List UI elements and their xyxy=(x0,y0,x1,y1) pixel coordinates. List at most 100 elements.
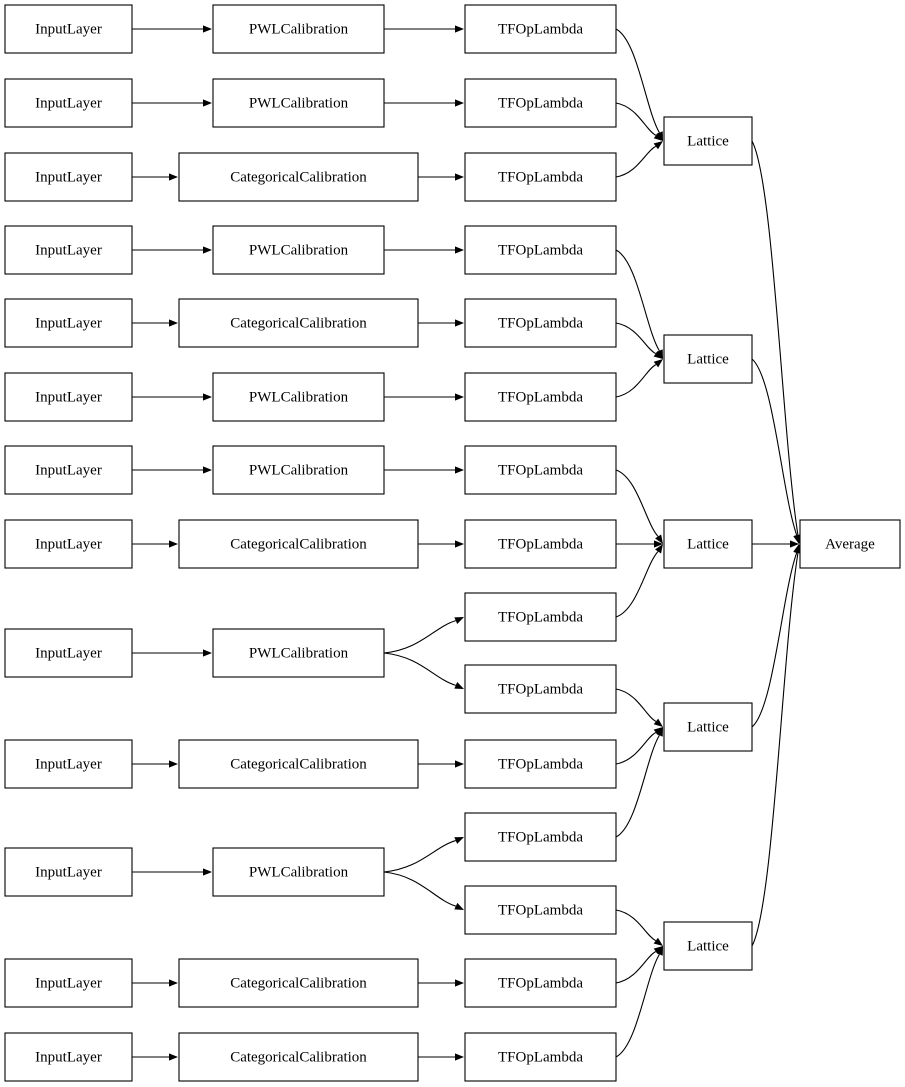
node-inputlayer-in13[interactable]: InputLayer xyxy=(4,1032,133,1082)
node-categoricalcalibration-cal10[interactable]: CategoricalCalibration xyxy=(178,739,419,789)
node-rect[interactable] xyxy=(464,225,617,275)
node-lattice-lat5[interactable]: Lattice xyxy=(663,921,753,971)
node-rect[interactable] xyxy=(4,78,133,128)
node-inputlayer-in9[interactable]: InputLayer xyxy=(4,628,133,678)
node-rect[interactable] xyxy=(212,445,385,495)
node-inputlayer-in1[interactable]: InputLayer xyxy=(4,4,133,54)
node-tfoplambda-op9[interactable]: TFOpLambda xyxy=(464,592,617,642)
node-tfoplambda-op15[interactable]: TFOpLambda xyxy=(464,1032,617,1082)
node-rect[interactable] xyxy=(663,921,753,971)
node-inputlayer-in3[interactable]: InputLayer xyxy=(4,152,133,202)
node-rect[interactable] xyxy=(464,812,617,862)
node-categoricalcalibration-cal12[interactable]: CategoricalCalibration xyxy=(178,958,419,1008)
node-tfoplambda-op8[interactable]: TFOpLambda xyxy=(464,519,617,569)
node-rect[interactable] xyxy=(4,628,133,678)
node-rect[interactable] xyxy=(4,1032,133,1082)
node-inputlayer-in6[interactable]: InputLayer xyxy=(4,372,133,422)
node-lattice-lat1[interactable]: Lattice xyxy=(663,116,753,166)
node-rect[interactable] xyxy=(4,445,133,495)
node-tfoplambda-op2[interactable]: TFOpLambda xyxy=(464,78,617,128)
node-rect[interactable] xyxy=(464,4,617,54)
node-rect[interactable] xyxy=(464,519,617,569)
node-rect[interactable] xyxy=(464,592,617,642)
node-rect[interactable] xyxy=(464,885,617,935)
node-rect[interactable] xyxy=(212,225,385,275)
node-average-avg[interactable]: Average xyxy=(799,519,901,569)
node-lattice-lat3[interactable]: Lattice xyxy=(663,519,753,569)
node-tfoplambda-op12[interactable]: TFOpLambda xyxy=(464,812,617,862)
node-rect[interactable] xyxy=(663,702,753,752)
node-rect[interactable] xyxy=(212,4,385,54)
node-rect[interactable] xyxy=(4,4,133,54)
node-pwlcalibration-cal2[interactable]: PWLCalibration xyxy=(212,78,385,128)
node-rect[interactable] xyxy=(464,664,617,714)
node-rect[interactable] xyxy=(464,298,617,348)
node-pwlcalibration-cal1[interactable]: PWLCalibration xyxy=(212,4,385,54)
node-tfoplambda-op6[interactable]: TFOpLambda xyxy=(464,372,617,422)
edge-inputlayer-to-pwlcalibration xyxy=(132,99,212,107)
node-inputlayer-in11[interactable]: InputLayer xyxy=(4,847,133,897)
node-rect[interactable] xyxy=(663,334,753,384)
node-categoricalcalibration-cal13[interactable]: CategoricalCalibration xyxy=(178,1032,419,1082)
node-categoricalcalibration-cal3[interactable]: CategoricalCalibration xyxy=(178,152,419,202)
node-tfoplambda-op14[interactable]: TFOpLambda xyxy=(464,958,617,1008)
node-inputlayer-in7[interactable]: InputLayer xyxy=(4,445,133,495)
node-inputlayer-in12[interactable]: InputLayer xyxy=(4,958,133,1008)
node-rect[interactable] xyxy=(464,78,617,128)
node-rect[interactable] xyxy=(464,372,617,422)
node-rect[interactable] xyxy=(4,225,133,275)
node-rect[interactable] xyxy=(212,847,385,897)
node-lattice-lat4[interactable]: Lattice xyxy=(663,702,753,752)
node-tfoplambda-op5[interactable]: TFOpLambda xyxy=(464,298,617,348)
node-rect[interactable] xyxy=(178,958,419,1008)
arrowhead xyxy=(653,718,663,727)
node-rect[interactable] xyxy=(4,958,133,1008)
node-rect[interactable] xyxy=(464,1032,617,1082)
node-rect[interactable] xyxy=(464,958,617,1008)
node-rect[interactable] xyxy=(178,739,419,789)
node-categoricalcalibration-cal5[interactable]: CategoricalCalibration xyxy=(178,298,419,348)
node-tfoplambda-op13[interactable]: TFOpLambda xyxy=(464,885,617,935)
node-lattice-lat2[interactable]: Lattice xyxy=(663,334,753,384)
node-categoricalcalibration-cal8[interactable]: CategoricalCalibration xyxy=(178,519,419,569)
node-tfoplambda-op3[interactable]: TFOpLambda xyxy=(464,152,617,202)
node-inputlayer-in2[interactable]: InputLayer xyxy=(4,78,133,128)
node-rect[interactable] xyxy=(4,847,133,897)
node-inputlayer-in5[interactable]: InputLayer xyxy=(4,298,133,348)
node-pwlcalibration-cal7[interactable]: PWLCalibration xyxy=(212,445,385,495)
node-pwlcalibration-cal9[interactable]: PWLCalibration xyxy=(212,628,385,678)
node-rect[interactable] xyxy=(4,739,133,789)
node-tfoplambda-op10[interactable]: TFOpLambda xyxy=(464,664,617,714)
node-inputlayer-in4[interactable]: InputLayer xyxy=(4,225,133,275)
node-pwlcalibration-cal4[interactable]: PWLCalibration xyxy=(212,225,385,275)
node-rect[interactable] xyxy=(4,298,133,348)
node-rect[interactable] xyxy=(4,519,133,569)
node-rect[interactable] xyxy=(178,1032,419,1082)
node-pwlcalibration-cal6[interactable]: PWLCalibration xyxy=(212,372,385,422)
node-rect[interactable] xyxy=(4,152,133,202)
node-rect[interactable] xyxy=(464,152,617,202)
node-tfoplambda-op7[interactable]: TFOpLambda xyxy=(464,445,617,495)
node-tfoplambda-op1[interactable]: TFOpLambda xyxy=(464,4,617,54)
node-rect[interactable] xyxy=(212,372,385,422)
node-rect[interactable] xyxy=(178,519,419,569)
node-rect[interactable] xyxy=(464,445,617,495)
node-rect[interactable] xyxy=(178,152,419,202)
node-rect[interactable] xyxy=(178,298,419,348)
node-rect[interactable] xyxy=(663,519,753,569)
node-rect[interactable] xyxy=(4,372,133,422)
node-inputlayer-in10[interactable]: InputLayer xyxy=(4,739,133,789)
arrowhead xyxy=(203,99,212,107)
node-inputlayer-in8[interactable]: InputLayer xyxy=(4,519,133,569)
node-rect[interactable] xyxy=(799,519,901,569)
node-rect[interactable] xyxy=(212,78,385,128)
edge-lattice-to-average xyxy=(752,540,799,548)
arrowhead xyxy=(653,727,663,736)
node-rect[interactable] xyxy=(464,739,617,789)
node-tfoplambda-op4[interactable]: TFOpLambda xyxy=(464,225,617,275)
node-pwlcalibration-cal11[interactable]: PWLCalibration xyxy=(212,847,385,897)
node-rect[interactable] xyxy=(212,628,385,678)
node-tfoplambda-op11[interactable]: TFOpLambda xyxy=(464,739,617,789)
arrowhead xyxy=(455,25,464,33)
node-rect[interactable] xyxy=(663,116,753,166)
